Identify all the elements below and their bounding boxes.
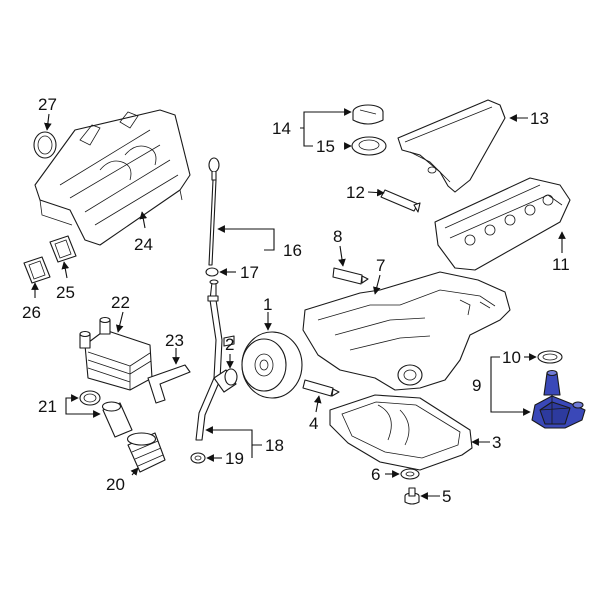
part-7-upper-oil-pan [302, 271, 511, 391]
callout-18: 18 [265, 436, 284, 455]
part-10-o-ring [537, 350, 563, 364]
part-3-lower-oil-pan [329, 394, 473, 471]
part-9-oil-level-sensor[interactable] [531, 369, 586, 429]
callout-8: 8 [333, 227, 342, 246]
callout-7: 7 [376, 256, 385, 275]
part-14-oil-cap [352, 104, 384, 125]
part-5-drain-plug [404, 487, 420, 505]
callout-12: 12 [346, 183, 365, 202]
part-13-engine-cover [397, 99, 506, 193]
callout-labels: 27 24 25 26 22 23 21 20 16 17 18 19 2 1 … [22, 95, 570, 506]
part-21-filter-element [79, 390, 133, 438]
callout-16: 16 [283, 241, 302, 260]
callout-17: 17 [240, 263, 259, 282]
callout-24: 24 [134, 235, 153, 254]
callout-15: 15 [316, 137, 335, 156]
callout-27: 27 [38, 95, 57, 114]
part-26-gasket [23, 256, 51, 284]
callout-2: 2 [225, 335, 234, 354]
part-17-o-ring [205, 267, 219, 277]
callout-20: 20 [106, 475, 125, 494]
callout-26: 26 [22, 303, 41, 322]
part-4-sealant-tube [302, 379, 340, 397]
callout-1: 1 [263, 295, 272, 314]
part-19-washer [190, 452, 206, 464]
leader-lines [31, 108, 566, 500]
part-23-seal [147, 364, 191, 404]
callout-21: 21 [38, 397, 57, 416]
part-2-sensor [213, 368, 238, 393]
callout-9: 9 [472, 376, 481, 395]
callout-19: 19 [225, 449, 244, 468]
part-8-sealant-tube [332, 267, 369, 285]
callout-22: 22 [111, 293, 130, 312]
part-6-washer [400, 468, 420, 480]
part-27-gasket [33, 131, 57, 159]
callout-6: 6 [371, 465, 380, 484]
callout-25: 25 [56, 283, 75, 302]
part-20-filter-housing [126, 432, 166, 473]
callout-23: 23 [165, 331, 184, 350]
part-25-gasket [49, 235, 77, 263]
callout-11: 11 [552, 255, 570, 274]
part-24-intake-manifold [34, 109, 191, 246]
callout-3: 3 [492, 433, 501, 452]
callout-5: 5 [442, 487, 451, 506]
callout-4: 4 [309, 414, 318, 433]
part-15-seal-ring [351, 136, 387, 156]
callout-10: 10 [502, 348, 521, 367]
part-22-oil-cooler [79, 316, 153, 391]
part-1-pulley [241, 331, 303, 399]
part-18-dipstick-tube [195, 279, 235, 441]
part-16-dipstick [208, 157, 220, 266]
callout-13: 13 [530, 109, 549, 128]
part-12-component [380, 189, 421, 213]
part-11-valve-cover [434, 177, 571, 271]
callout-14: 14 [272, 119, 291, 138]
